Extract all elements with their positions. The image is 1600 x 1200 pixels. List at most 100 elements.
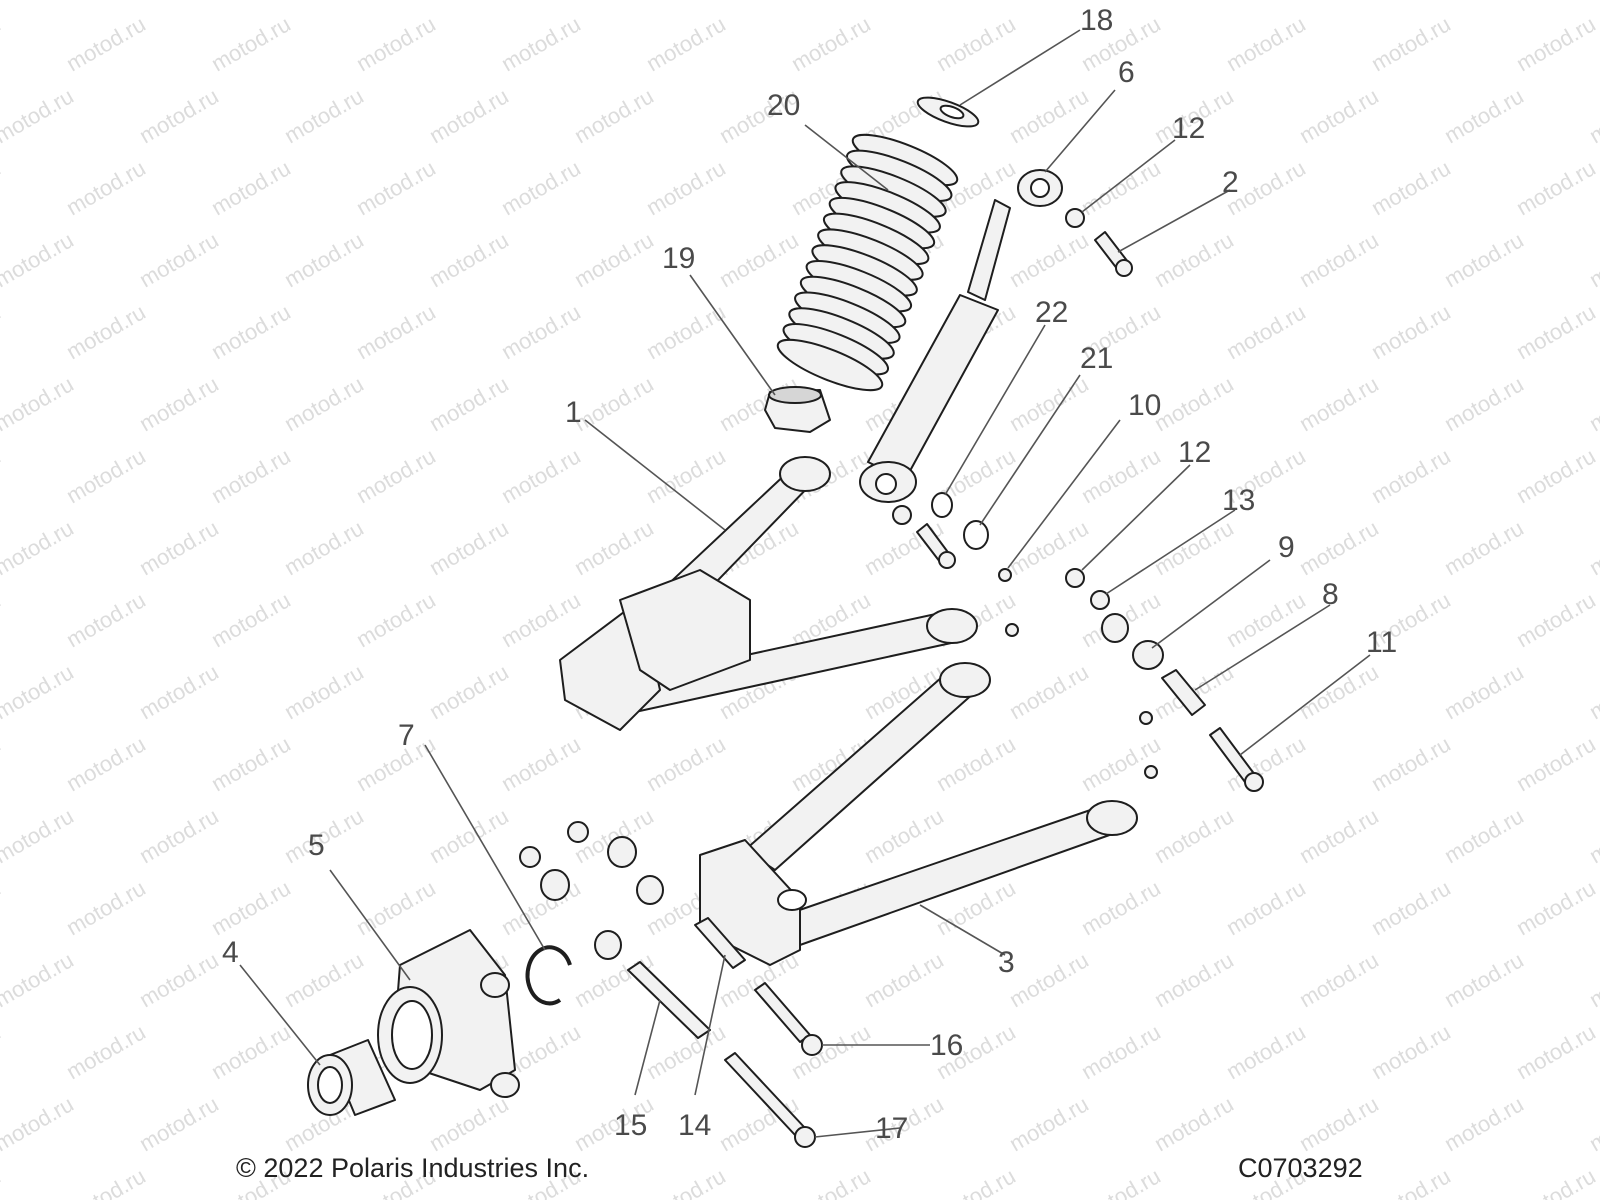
spring-retainer xyxy=(916,96,980,128)
watermark: motod.ru xyxy=(280,83,368,148)
watermark: motod.ru xyxy=(0,11,5,76)
watermark: motod.ru xyxy=(135,803,223,868)
watermark: motod.ru xyxy=(497,443,585,508)
watermark: motod.ru xyxy=(62,875,150,940)
callout-3: 3 xyxy=(998,946,1015,979)
callout-2: 2 xyxy=(1222,166,1239,199)
watermark: motod.ru xyxy=(1005,371,1093,436)
watermark: motod.ru xyxy=(570,227,658,292)
watermark: motod.ru xyxy=(0,587,5,652)
watermark: motod.ru xyxy=(1367,11,1455,76)
watermark: motod.ru xyxy=(62,731,150,796)
watermark: motod.ru xyxy=(787,11,875,76)
watermark: motod.ru xyxy=(0,947,78,1012)
watermark: motod.ru xyxy=(0,1163,5,1200)
watermark: motod.ru xyxy=(425,371,513,436)
watermark: motod.ru xyxy=(1367,1163,1455,1200)
callout-19: 19 xyxy=(662,242,695,275)
watermark: motod.ru xyxy=(1222,299,1310,364)
watermark: motod.ru xyxy=(135,515,223,580)
watermark: motod.ru xyxy=(497,299,585,364)
watermark: motod.ru xyxy=(1295,1091,1383,1156)
watermark: motod.ru xyxy=(425,1091,513,1156)
watermark: motod.ru xyxy=(642,1019,730,1084)
watermark: motod.ru xyxy=(1585,659,1600,724)
callout-20: 20 xyxy=(767,89,800,122)
watermark: motod.ru xyxy=(1222,875,1310,940)
watermark: motod.ru xyxy=(570,0,658,4)
watermark: motod.ru xyxy=(1585,227,1600,292)
watermark: motod.ru xyxy=(1440,947,1528,1012)
watermark: motod.ru xyxy=(0,0,78,4)
watermark: motod.ru xyxy=(0,371,78,436)
watermark: motod.ru xyxy=(1150,1091,1238,1156)
coil-spring xyxy=(776,133,959,392)
callout-4: 4 xyxy=(222,936,239,969)
watermark: motod.ru xyxy=(1222,1019,1310,1084)
watermark: motod.ru xyxy=(1440,371,1528,436)
hardware-parts xyxy=(519,208,1264,1148)
callout-12-lower: 12 xyxy=(1178,436,1211,469)
watermark: motod.ru xyxy=(207,11,295,76)
watermark: motod.ru xyxy=(1150,227,1238,292)
watermark: motod.ru xyxy=(642,155,730,220)
watermark: motod.ru xyxy=(1295,83,1383,148)
spring-coil xyxy=(776,338,884,392)
snap-ring xyxy=(525,945,572,1006)
watermark: motod.ru xyxy=(1585,515,1600,580)
watermark: motod.ru xyxy=(1367,155,1455,220)
watermark: motod.ru xyxy=(570,83,658,148)
watermark: motod.ru xyxy=(642,11,730,76)
watermark: motod.ru xyxy=(1005,947,1093,1012)
watermark: motod.ru xyxy=(1295,947,1383,1012)
callout-16: 16 xyxy=(930,1029,963,1062)
watermark: motod.ru xyxy=(932,11,1020,76)
watermark: motod.ru xyxy=(1512,443,1600,508)
shock-absorber xyxy=(859,169,1063,503)
watermark: motod.ru xyxy=(1150,947,1238,1012)
wheel-bearing xyxy=(307,1039,396,1116)
leader-lines xyxy=(239,29,1371,1138)
watermark: motod.ru xyxy=(62,587,150,652)
watermark: motod.ru xyxy=(0,515,78,580)
watermark: motod.ru xyxy=(352,875,440,940)
watermark: motod.ru xyxy=(1512,11,1600,76)
watermark: motod.ru xyxy=(280,659,368,724)
watermark: motod.ru xyxy=(1077,875,1165,940)
watermark: motod.ru xyxy=(207,1019,295,1084)
watermark: motod.ru xyxy=(1585,947,1600,1012)
watermark: motod.ru xyxy=(715,227,803,292)
callout-18: 18 xyxy=(1080,4,1113,37)
watermark: motod.ru xyxy=(207,731,295,796)
watermark: motod.ru xyxy=(352,731,440,796)
watermark: motod.ru xyxy=(0,1091,78,1156)
watermark: motod.ru xyxy=(1585,371,1600,436)
watermark: motod.ru xyxy=(1367,875,1455,940)
watermark: motod.ru xyxy=(1512,587,1600,652)
watermark: motod.ru xyxy=(135,227,223,292)
watermark: motod.ru xyxy=(1150,515,1238,580)
callout-6: 6 xyxy=(1118,56,1135,89)
watermark: motod.ru xyxy=(280,371,368,436)
watermark: motod.ru xyxy=(1367,299,1455,364)
watermark: motod.ru xyxy=(715,0,803,4)
watermark: motod.ru xyxy=(207,443,295,508)
watermark: motod.ru xyxy=(1005,227,1093,292)
watermark: motod.ru xyxy=(860,803,948,868)
callout-10: 10 xyxy=(1128,389,1161,422)
callout-11: 11 xyxy=(1366,626,1397,659)
watermark: motod.ru xyxy=(1150,803,1238,868)
watermark: motod.ru xyxy=(1367,1019,1455,1084)
watermark: motod.ru xyxy=(1512,299,1600,364)
watermark: motod.ru xyxy=(1005,1091,1093,1156)
watermark: motod.ru xyxy=(352,155,440,220)
diagram-code: C0703292 xyxy=(1238,1153,1363,1183)
watermark: motod.ru xyxy=(425,0,513,4)
callout-17: 17 xyxy=(875,1112,908,1145)
watermark: motod.ru xyxy=(135,1091,223,1156)
callout-labels: 18 6 12 2 20 19 1 22 21 10 12 13 9 8 11 … xyxy=(222,4,1397,1145)
watermark: motod.ru xyxy=(135,0,223,4)
watermark: motod.ru xyxy=(1512,155,1600,220)
watermark: motod.ru xyxy=(207,155,295,220)
watermark: motod.ru xyxy=(1150,371,1238,436)
